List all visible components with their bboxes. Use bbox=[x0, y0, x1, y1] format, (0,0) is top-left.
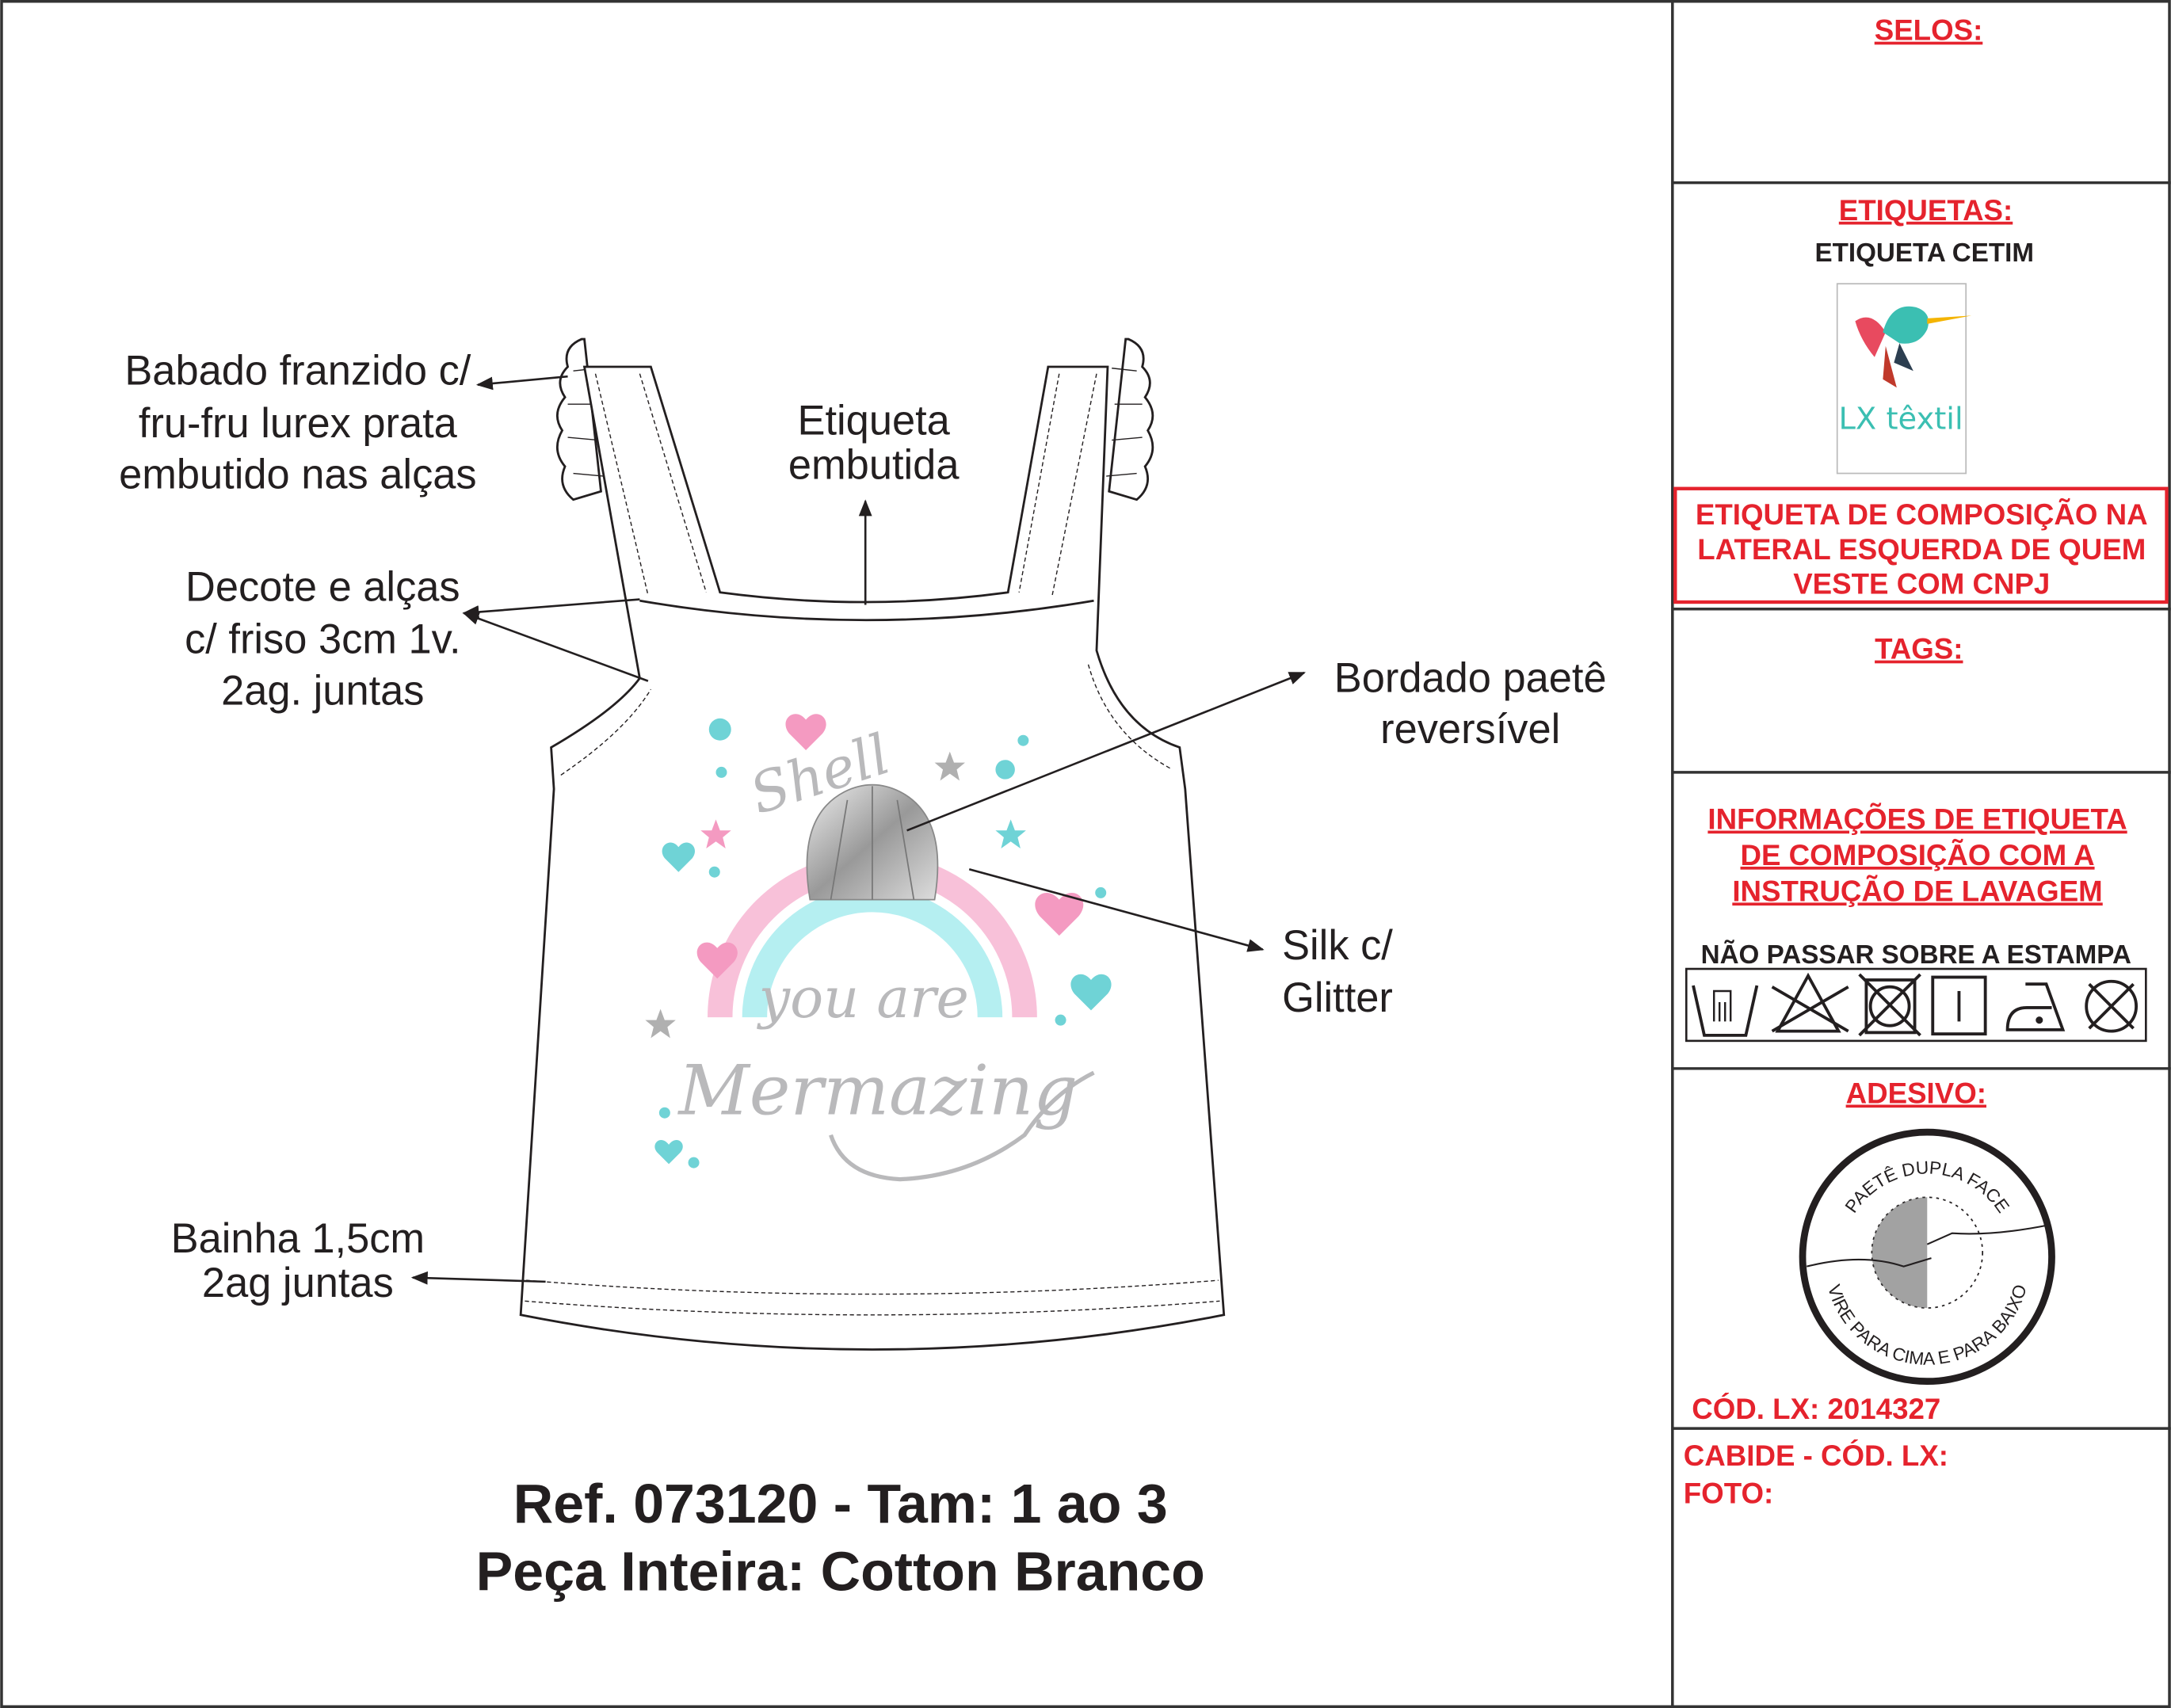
callout-text: Silk c/ bbox=[1282, 923, 1393, 969]
callout-text: embutida bbox=[788, 443, 960, 489]
neck-binding bbox=[639, 599, 1094, 622]
fabric-description: Peça Inteira: Cotton Branco bbox=[476, 1540, 1205, 1602]
callout-text: Bordado paetê bbox=[1334, 656, 1607, 702]
foto-label: FOTO: bbox=[1684, 1477, 1773, 1509]
etiquetas-heading: ETIQUETAS: bbox=[1839, 194, 2013, 227]
info-heading: INFORMAÇÕES DE ETIQUETA bbox=[1707, 803, 2127, 836]
callout-etiqueta: Etiqueta embutida bbox=[788, 398, 960, 605]
callout-text: Etiqueta bbox=[798, 398, 951, 444]
callout-text: fru-fru lurex prata bbox=[139, 401, 458, 447]
arrow bbox=[475, 375, 568, 391]
callout-babado: Babado franzido c/ fru-fru lurex prata e… bbox=[119, 349, 568, 498]
hand-wash-icon bbox=[1692, 985, 1759, 1037]
arrow bbox=[410, 1271, 546, 1285]
callout-text: 2ag juntas bbox=[202, 1260, 394, 1306]
no-tumble-dry-icon bbox=[1858, 973, 1921, 1037]
info-heading: INSTRUÇÃO DE LAVAGEM bbox=[1732, 874, 2102, 907]
hem-stitch bbox=[525, 1279, 1220, 1316]
ruffle-right bbox=[1106, 337, 1154, 501]
composicao-text: VESTE COM CNPJ bbox=[1793, 568, 2050, 600]
lx-textil-logo: LX têxtil bbox=[1836, 283, 1972, 475]
cabide-cod: CABIDE - CÓD. LX: bbox=[1684, 1439, 1948, 1472]
callout-text: Bainha 1,5cm bbox=[171, 1216, 425, 1262]
tags-heading: TAGS: bbox=[1875, 633, 1963, 665]
iron-low-icon bbox=[2005, 982, 2066, 1031]
arrow bbox=[906, 671, 1307, 832]
callout-silk: Silk c/ Glitter bbox=[968, 867, 1393, 1021]
callout-text: Babado franzido c/ bbox=[124, 349, 471, 395]
etiqueta-cetim: ETIQUETA CETIM bbox=[1814, 238, 2034, 268]
callout-text: embutido nas alças bbox=[119, 452, 477, 498]
adesivo-heading: ADESIVO: bbox=[1846, 1077, 1986, 1109]
reference-size: Ref. 073120 - Tam: 1 ao 3 bbox=[513, 1473, 1168, 1535]
callout-text: Decote e alças bbox=[185, 564, 460, 610]
logo-text: LX têxtil bbox=[1839, 402, 1963, 437]
callout-decote: Decote e alças c/ friso 3cm 1v. 2ag. jun… bbox=[185, 564, 649, 714]
callout-text: Glitter bbox=[1282, 975, 1393, 1021]
cod-lx: CÓD. LX: 2014327 bbox=[1692, 1392, 1940, 1425]
paete-dupla-face-seal: PAETÊ DUPLA FACE VIRE PARA CIMA E PARA B… bbox=[1799, 1128, 2055, 1386]
nao-passar-text: NÃO PASSAR SOBRE A ESTAMPA bbox=[1701, 940, 2131, 970]
composicao-text: LATERAL ESQUERDA DE QUEM bbox=[1697, 533, 2146, 566]
composicao-box: ETIQUETA DE COMPOSIÇÃO NA LATERAL ESQUER… bbox=[1673, 486, 2169, 604]
no-bleach-icon bbox=[1771, 972, 1849, 1033]
no-dry-clean-icon bbox=[2085, 979, 2139, 1033]
composicao-text: ETIQUETA DE COMPOSIÇÃO NA bbox=[1696, 498, 2148, 531]
arrow bbox=[462, 612, 649, 682]
line-dry-icon bbox=[1931, 975, 1987, 1036]
callout-bordado: Bordado paetê reversível bbox=[906, 656, 1607, 832]
info-heading: DE COMPOSIÇÃO COM A bbox=[1741, 838, 2095, 871]
arrow bbox=[968, 867, 1265, 952]
callout-bainha: Bainha 1,5cm 2ag juntas bbox=[171, 1216, 546, 1306]
artwork-you-are-text: you are bbox=[757, 966, 969, 1031]
selos-heading: SELOS: bbox=[1875, 14, 1983, 47]
callout-text: c/ friso 3cm 1v. bbox=[185, 617, 460, 663]
callout-text: 2ag. juntas bbox=[221, 668, 424, 714]
panel-row-dividers bbox=[1672, 181, 2171, 1430]
arrow bbox=[462, 598, 640, 619]
care-symbols bbox=[1685, 967, 2147, 1043]
callout-text: reversível bbox=[1380, 707, 1560, 753]
artwork-mermazing-text: Mermazing bbox=[677, 1050, 1078, 1130]
